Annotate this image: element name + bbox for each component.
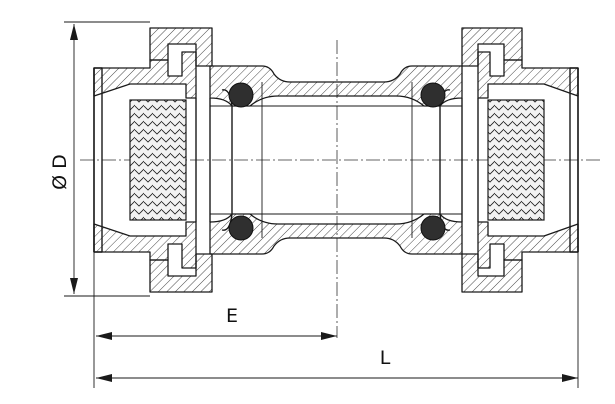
o-ring-upper-right: [420, 82, 446, 108]
left-nut-lower: [93, 221, 197, 269]
left-nut-upper: [93, 51, 197, 99]
diameter-label: Ø D: [49, 154, 71, 190]
o-ring-lower-left: [228, 215, 254, 241]
insertion-depth-dimension: E: [93, 252, 337, 388]
right-body-flange-upper: [461, 27, 523, 67]
o-ring-lower-right: [420, 215, 446, 241]
right-nut-upper: [477, 51, 579, 99]
left-grip-ring: [129, 99, 187, 221]
right-grip-ring: [487, 99, 545, 221]
body-outline: [93, 68, 579, 252]
right-nut-lower: [477, 221, 579, 269]
left-pipe-end: [195, 89, 233, 231]
o-ring-upper-left: [228, 82, 254, 108]
diameter-dimension: Ø D: [49, 21, 150, 297]
right-body-flange-lower: [461, 253, 523, 293]
overall-length-dimension: L: [96, 252, 579, 388]
insertion-depth-label: E: [226, 305, 238, 327]
overall-length-label: L: [380, 347, 391, 369]
right-pipe-end: [439, 89, 479, 231]
